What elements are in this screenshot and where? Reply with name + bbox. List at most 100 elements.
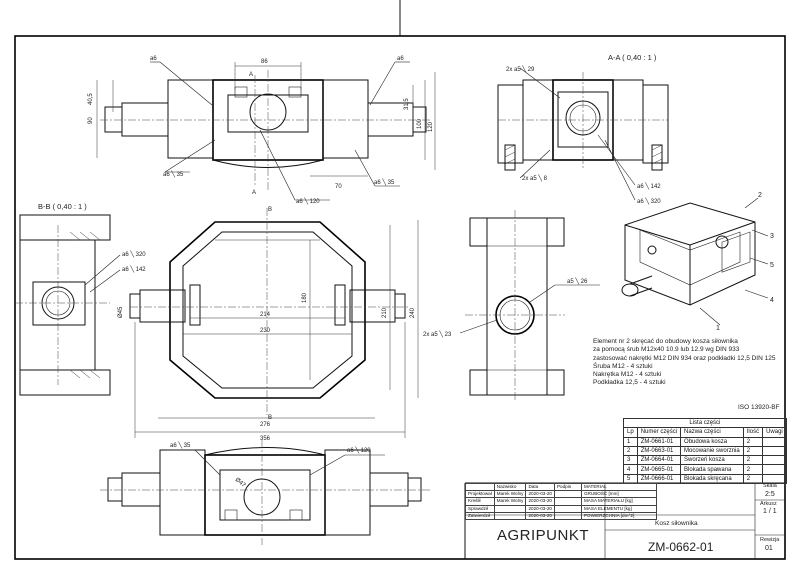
cut-b-bottom: B [268, 415, 272, 421]
sheet-value: 1 / 1 [763, 508, 777, 515]
dim-240: 240 [410, 307, 416, 318]
tb-date: 2020-03-20 [525, 511, 555, 520]
drawing-name: Kosz siłownika [655, 520, 698, 527]
weld-a5-26: a5 ╲ 26 [567, 277, 588, 285]
cut-b-top: B [268, 207, 272, 213]
part-qty: 2 [742, 436, 764, 447]
weld-a6-35-3: a6 ╲ 35 [170, 441, 191, 449]
dim-180: 180 [302, 292, 308, 303]
part-notes [762, 455, 787, 466]
revision-label: Rewizja [760, 537, 780, 543]
part-name: Blokada skręcana [680, 473, 744, 485]
side-view [459, 210, 600, 400]
tb-sign [553, 511, 582, 520]
weld-a6-120-1: a6 ╲ 120 [296, 197, 320, 205]
dim-100: 100 [417, 118, 423, 129]
drawing-number: ZM-0662-01 [648, 540, 714, 554]
part-lp: 3 [623, 455, 638, 466]
parts-header-number: Numer części [636, 427, 682, 438]
part-qty: 2 [742, 455, 764, 466]
scale-value: 2:5 [765, 491, 775, 498]
section-bb-title: B-B ( 0,40 : 1 ) [38, 202, 87, 211]
weld-a6-35-2: a6 ╲ 35 [374, 178, 395, 186]
callout-4: 4 [770, 297, 774, 304]
part-number: ZM-0663-01 [636, 445, 682, 457]
sheet-frame [14, 35, 786, 560]
dim-d47: Ø47 [234, 477, 247, 489]
part-qty: 2 [742, 445, 764, 457]
tb-date: 2020-03-20 [525, 504, 555, 513]
weld-a5-8: 2x a5 ╲ 8 [522, 174, 548, 182]
weld-a6-35-1: a6 ╲ 35 [163, 170, 184, 178]
dim-210: 210 [382, 307, 388, 318]
tb-header-row: Nazwisko Data Podpis MATERIAŁ [465, 482, 657, 492]
revision-value: 01 [765, 545, 773, 552]
dim-31-5: 31,5 [404, 98, 410, 110]
part-name: Blokada spawana [680, 464, 744, 475]
dim-276: 276 [260, 422, 271, 428]
isometric-view [621, 197, 769, 326]
part-name: Mocowanie sworznia [680, 445, 744, 457]
tb-header-role [465, 482, 495, 492]
tb-name: Marek Wolny [493, 490, 527, 499]
tb-sign [553, 497, 582, 506]
part-notes [762, 473, 787, 485]
tb-name [493, 504, 527, 513]
scale-label: Skala [763, 483, 777, 489]
part-notes [762, 436, 787, 447]
callout-1: 1 [716, 325, 720, 332]
table-row: 1 ZM-0661-01 Obudowa kosza 2 [623, 436, 787, 447]
tb-name: Marek Wolny [493, 497, 527, 506]
part-lp: 2 [623, 445, 638, 457]
weld-a5-29: 2x a5 ╲ 29 [506, 65, 535, 73]
iso-standard: ISO 13920-BF [738, 404, 780, 411]
parts-header-qty: Ilość [742, 427, 764, 438]
dim-356: 356 [260, 436, 271, 442]
plan-view [129, 208, 419, 438]
sheet-label: Arkusz [760, 501, 777, 507]
part-number: ZM-0664-01 [636, 455, 682, 466]
part-name: Sworzeń kosza [680, 455, 744, 466]
tb-header-name: Nazwisko [493, 482, 527, 492]
tb-role: Zatwierdził [465, 511, 495, 520]
section-aa-title: A-A ( 0,40 : 1 ) [608, 53, 657, 62]
weld-a6-320-2: a6 ╲ 320 [122, 250, 146, 258]
weld-a5-23: 2x a5 ╲ 23 [423, 330, 452, 338]
tb-prop-surface: POWIERZCHNIA [dm^2] [580, 511, 657, 520]
part-notes [762, 464, 787, 475]
parts-list: Lista części Lp Numer części Nazwa częśc… [623, 417, 787, 485]
part-number: ZM-0665-01 [636, 464, 682, 475]
parts-header-notes: Uwagi [762, 427, 787, 438]
tb-name [493, 511, 527, 520]
weld-a6-1: a6 [150, 56, 157, 62]
cut-a-top: A [249, 72, 253, 78]
table-row: Sprawdził 2020-03-20 MASA ELEMENTU [kg] [465, 504, 657, 513]
part-number: ZM-0666-01 [636, 473, 682, 485]
table-row: 5 ZM-0666-01 Blokada skręcana 2 [623, 473, 787, 485]
dim-214: 214 [260, 312, 271, 318]
tb-prop-element-mass: MASA ELEMENTU [kg] [580, 504, 657, 513]
tb-header-date: Data [525, 482, 555, 492]
tb-sign [553, 490, 582, 499]
tb-role: Kreślił [465, 497, 495, 506]
table-row: 4 ZM-0665-01 Blokada spawana 2 [623, 464, 787, 475]
tb-date: 2020-03-20 [525, 490, 555, 499]
callout-2: 2 [758, 192, 762, 199]
tb-role: Sprawdził [465, 504, 495, 513]
dim-70: 70 [335, 184, 342, 190]
weld-a6-142-1: a6 ╲ 142 [637, 182, 661, 190]
table-row: Zatwierdził 2020-03-20 POWIERZCHNIA [dm^… [465, 511, 657, 520]
tb-sign [553, 504, 582, 513]
cut-a-bottom: A [252, 190, 256, 196]
tb-prop-thickness: GRUBOŚĆ [mm] [580, 490, 657, 499]
table-row: Projektował Marek Wolny 2020-03-20 GRUBO… [465, 490, 657, 499]
dim-120: 120 [428, 121, 434, 132]
parts-header-row: Lp Numer części Nazwa części Ilość Uwagi [623, 427, 787, 438]
section-aa [497, 67, 669, 201]
tb-role: Projektował [465, 490, 495, 499]
part-notes [762, 445, 787, 457]
assembly-note: Element nr 2 skręcać do obudowy kosza si… [593, 338, 776, 387]
callout-3: 3 [770, 233, 774, 240]
table-row: 3 ZM-0664-01 Sworzeń kosza 2 [623, 455, 787, 466]
